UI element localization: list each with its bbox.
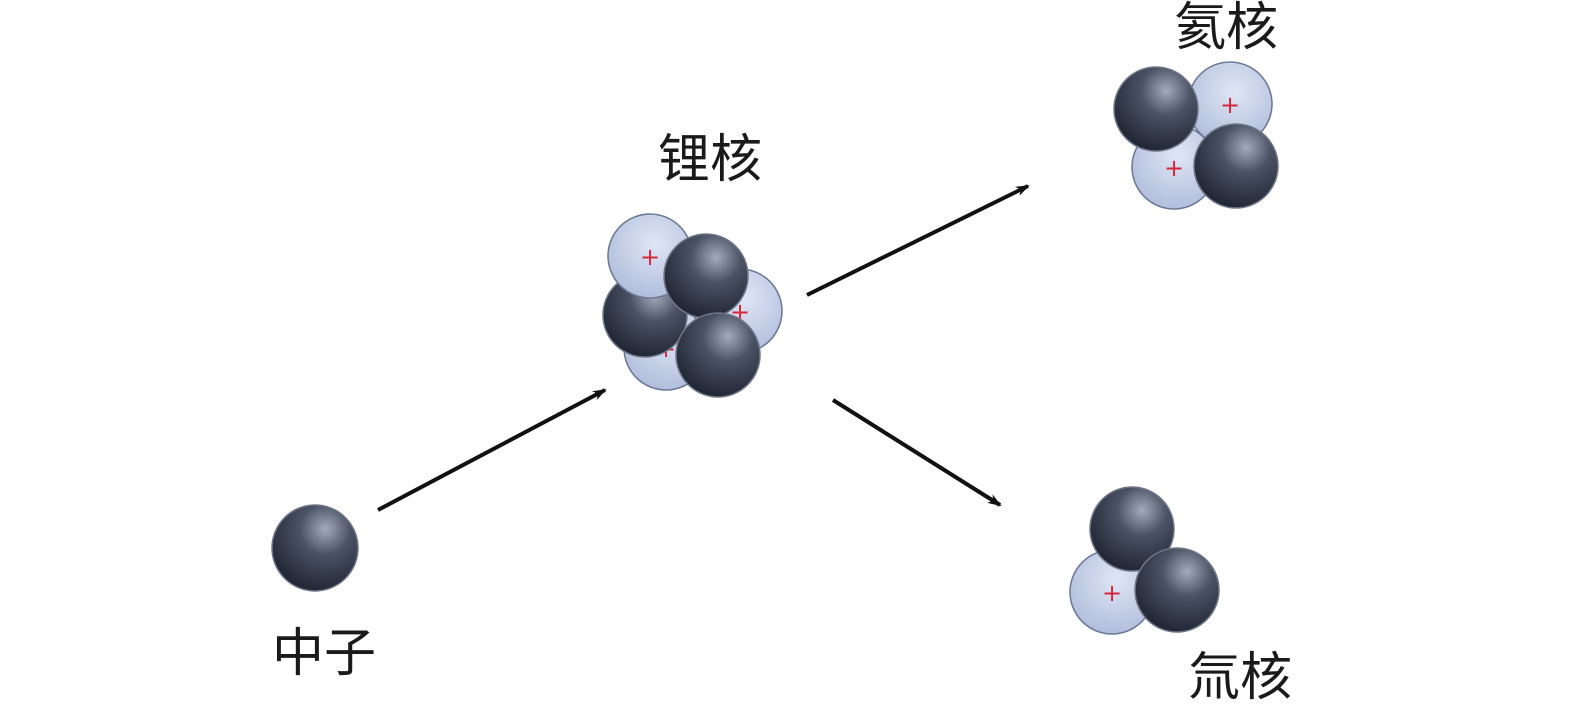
- arrow-lithium-to-tritium: [831, 398, 1002, 507]
- svg-text:+: +: [1102, 579, 1122, 607]
- helium-nucleus-label: 氦核: [1174, 0, 1279, 58]
- lithium-nucleus: + + +: [602, 213, 783, 398]
- neutron: [675, 312, 761, 398]
- neutron-label: 中子: [272, 624, 377, 684]
- neutron: [663, 233, 749, 319]
- helium-nucleus: + +: [1113, 61, 1279, 210]
- neutron-particle: [271, 504, 359, 592]
- arrow-lithium-to-helium: [806, 184, 1030, 297]
- neutron: [1134, 547, 1220, 633]
- svg-text:+: +: [640, 243, 660, 271]
- neutron: [1193, 123, 1279, 209]
- arrow-neutron-to-lithium: [377, 388, 607, 512]
- tritium-nucleus: +: [1069, 486, 1220, 635]
- svg-text:+: +: [1220, 91, 1240, 119]
- lithium-nucleus-label: 锂核: [658, 130, 763, 190]
- neutron: [1113, 66, 1199, 152]
- svg-text:+: +: [1164, 154, 1184, 182]
- tritium-nucleus-label: 氚核: [1188, 648, 1293, 708]
- neutron: [1089, 486, 1175, 572]
